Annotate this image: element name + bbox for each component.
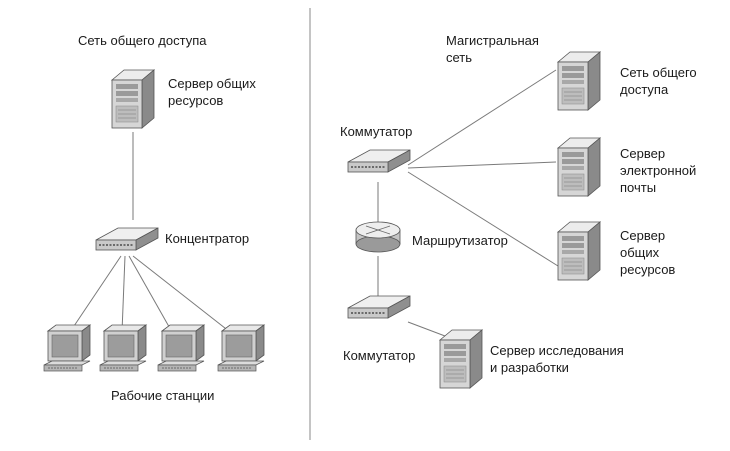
shared-server-right-label-line3: ресурсов <box>620 262 676 277</box>
shared-server-right-label-line1: Сервер <box>620 228 666 243</box>
switch-bottom-label: Коммутатор <box>343 348 416 363</box>
public-server-label-line1: Сеть общего <box>620 65 697 80</box>
workstation-3-icon <box>157 324 205 372</box>
backbone-title-line2: сеть <box>446 50 473 65</box>
left-links <box>69 132 231 333</box>
hub-icon <box>95 227 159 251</box>
backbone-title-line1: Магистральная <box>446 33 539 48</box>
rnd-server-label-line1: Сервер исследования <box>490 343 624 358</box>
lab-switch-icon <box>347 295 411 319</box>
shared-server-right-label-line2: общих <box>620 245 660 260</box>
backbone-switch-icon <box>347 149 411 173</box>
public-access-server-icon <box>557 51 601 111</box>
rnd-server-label-line2: и разработки <box>490 360 569 375</box>
rnd-server-icon <box>439 329 483 389</box>
left-network-title: Сеть общего доступа <box>78 33 207 48</box>
router-label: Маршрутизатор <box>412 233 508 248</box>
shared-server-label-line1: Сервер общих <box>168 76 256 91</box>
mail-server-label-line2: электронной <box>620 163 697 178</box>
shared-resources-server-right-icon <box>557 221 601 281</box>
router-icon <box>355 221 401 253</box>
mail-server-icon <box>557 137 601 197</box>
public-server-label-line2: доступа <box>620 82 669 97</box>
shared-resources-server-icon <box>111 69 155 129</box>
mail-server-label-line1: Сервер <box>620 146 666 161</box>
right-links <box>377 69 559 337</box>
workstation-2-icon <box>99 324 147 372</box>
switch-top-label: Коммутатор <box>340 124 413 139</box>
workstations-label: Рабочие станции <box>111 388 215 403</box>
hub-label: Концентратор <box>165 231 250 246</box>
workstation-4-icon <box>217 324 265 372</box>
workstation-1-icon <box>43 324 91 372</box>
mail-server-label-line3: почты <box>620 180 657 195</box>
shared-server-label-line2: ресурсов <box>168 93 224 108</box>
